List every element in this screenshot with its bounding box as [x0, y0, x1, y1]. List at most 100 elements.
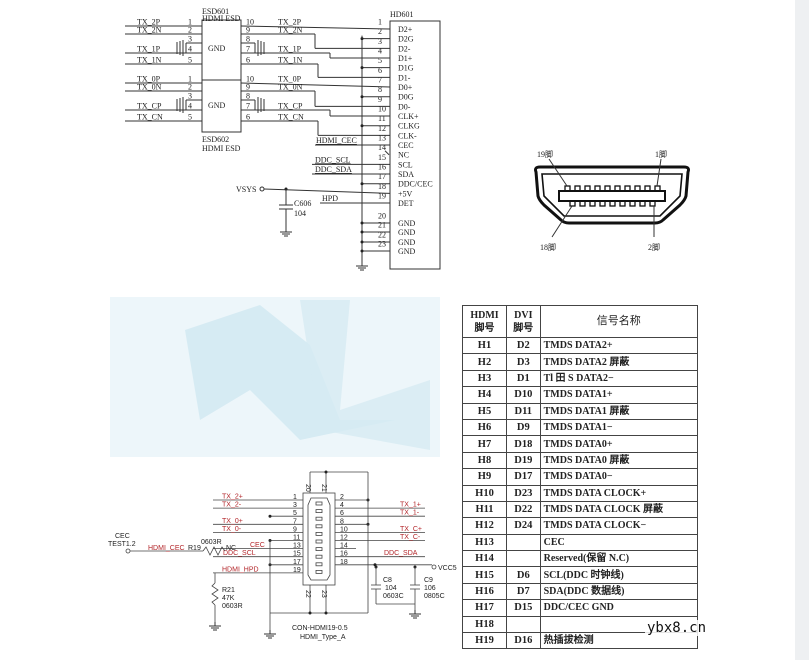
cell-dvi-pin: D1	[506, 369, 541, 388]
connector-pin-name: GND	[398, 219, 416, 228]
right-pin-number: 4	[340, 502, 344, 509]
cell-dvi-pin: D10	[506, 386, 541, 404]
left-pin-number: 7	[293, 518, 297, 525]
connector-pin-number: 15	[378, 153, 386, 162]
connector-pin-number: 19	[378, 192, 386, 201]
cell-signal-name: TMDS DATA CLOCK 屏蔽	[539, 500, 699, 519]
contact-pin-top	[604, 185, 611, 192]
cell-hdmi-pin: H9	[462, 468, 507, 486]
vcc5-label: VCC5	[438, 565, 457, 572]
shell-pin-number: 22	[304, 590, 311, 598]
cell-dvi-pin: D19	[506, 451, 541, 470]
left-pin-number: 17	[293, 559, 301, 566]
left-pin-number: 13	[293, 543, 301, 550]
connector-shell-inner	[541, 173, 683, 217]
cell-hdmi-pin: H14	[462, 550, 507, 568]
cell-hdmi-pin: H4	[462, 386, 507, 404]
connector-pin-name: SCL	[398, 160, 413, 169]
connector-pin-name: D0-	[398, 102, 411, 111]
cell-hdmi-pin: H5	[462, 402, 507, 420]
contact-pin-top	[634, 185, 641, 192]
connector-pin-name: GND	[398, 238, 416, 247]
contact-pin-top	[624, 185, 631, 192]
contact-pin-bottom	[589, 200, 596, 207]
nc-mark	[384, 150, 390, 156]
header-hdmi-line2: 脚号	[474, 322, 495, 334]
r19-resistor	[202, 546, 226, 556]
left-pin-number: 9	[293, 526, 297, 533]
watermark: ybx8.cn	[645, 620, 709, 636]
net-label: TX_2-	[222, 502, 242, 509]
pin-number: 9	[246, 26, 250, 35]
contact-pin-top	[564, 185, 571, 192]
pin-number: 4	[188, 102, 192, 111]
connector-pin-name: GND	[398, 228, 416, 237]
contact-pin-bottom	[579, 200, 586, 207]
pin-number: 6	[246, 113, 250, 122]
left-pin-number: 3	[293, 502, 297, 509]
callout-line	[656, 158, 662, 187]
shell-pin-number: 21	[320, 484, 327, 492]
net-label: TX_0P	[278, 75, 302, 84]
cell-signal-name: Tl 田 S DATA2−	[539, 369, 699, 388]
connector-pin-number: 4	[378, 47, 382, 56]
net-label: TX_CP	[137, 102, 162, 111]
net-label: TX_1+	[400, 502, 421, 509]
pin-number: 2	[188, 26, 192, 35]
contact-pin-bottom	[649, 200, 656, 207]
net-label: TX_0P	[137, 75, 161, 84]
junction-dot	[360, 37, 364, 41]
contact-pin-bottom	[609, 200, 616, 207]
contact-pin-top	[644, 185, 651, 192]
contact-pin-bottom	[629, 200, 636, 207]
connector-pin-number: 7	[378, 76, 382, 85]
net-label: TX_0-	[222, 526, 242, 533]
contact-pin-bottom	[599, 200, 606, 207]
connector-pin-name: D0+	[398, 83, 413, 92]
net-label: TX_0+	[222, 518, 243, 525]
junction-dot	[324, 611, 328, 615]
cell-hdmi-pin: H6	[462, 418, 507, 437]
contact-pin-top	[574, 185, 581, 192]
test-point-terminal	[125, 548, 131, 554]
cell-dvi-pin	[506, 533, 541, 552]
left-pin-number: 15	[293, 551, 301, 558]
net-label: CEC	[250, 542, 265, 549]
hdmi-contact	[315, 547, 323, 551]
r19-ref: R19	[188, 545, 201, 552]
cell-signal-name: TMDS DATA2+	[539, 336, 699, 355]
c8-package: 0603C	[383, 593, 404, 600]
cell-hdmi-pin: H12	[462, 517, 507, 535]
header-signal: 信号名称	[539, 305, 699, 338]
connector-pin-number: 2	[378, 27, 382, 36]
connector-pin-number: 5	[378, 56, 382, 65]
connector-pin-number: 10	[378, 105, 386, 114]
hdmi-contact	[315, 516, 323, 521]
net-label: TX_0N	[278, 83, 303, 92]
cell-hdmi-pin: H13	[462, 533, 507, 552]
esd-ref: ESD601	[202, 7, 229, 16]
pin-number: 5	[188, 113, 192, 122]
net-label: TX_CN	[278, 113, 304, 122]
net-label: DDC_SCL	[223, 550, 256, 557]
connector-pin-number: 6	[378, 66, 382, 75]
hdmi-contact	[315, 532, 323, 536]
pin-callout-pin1: 1脚	[655, 149, 667, 159]
contact-pin-bottom	[639, 200, 646, 207]
junction-dot	[360, 249, 364, 253]
connector-pin-number: 12	[378, 124, 386, 133]
left-pin-number: 19	[293, 567, 301, 574]
r21-value: 47K	[222, 595, 235, 602]
wire-TX_2P	[240, 25, 391, 30]
connector-pin-number: 17	[378, 172, 386, 181]
